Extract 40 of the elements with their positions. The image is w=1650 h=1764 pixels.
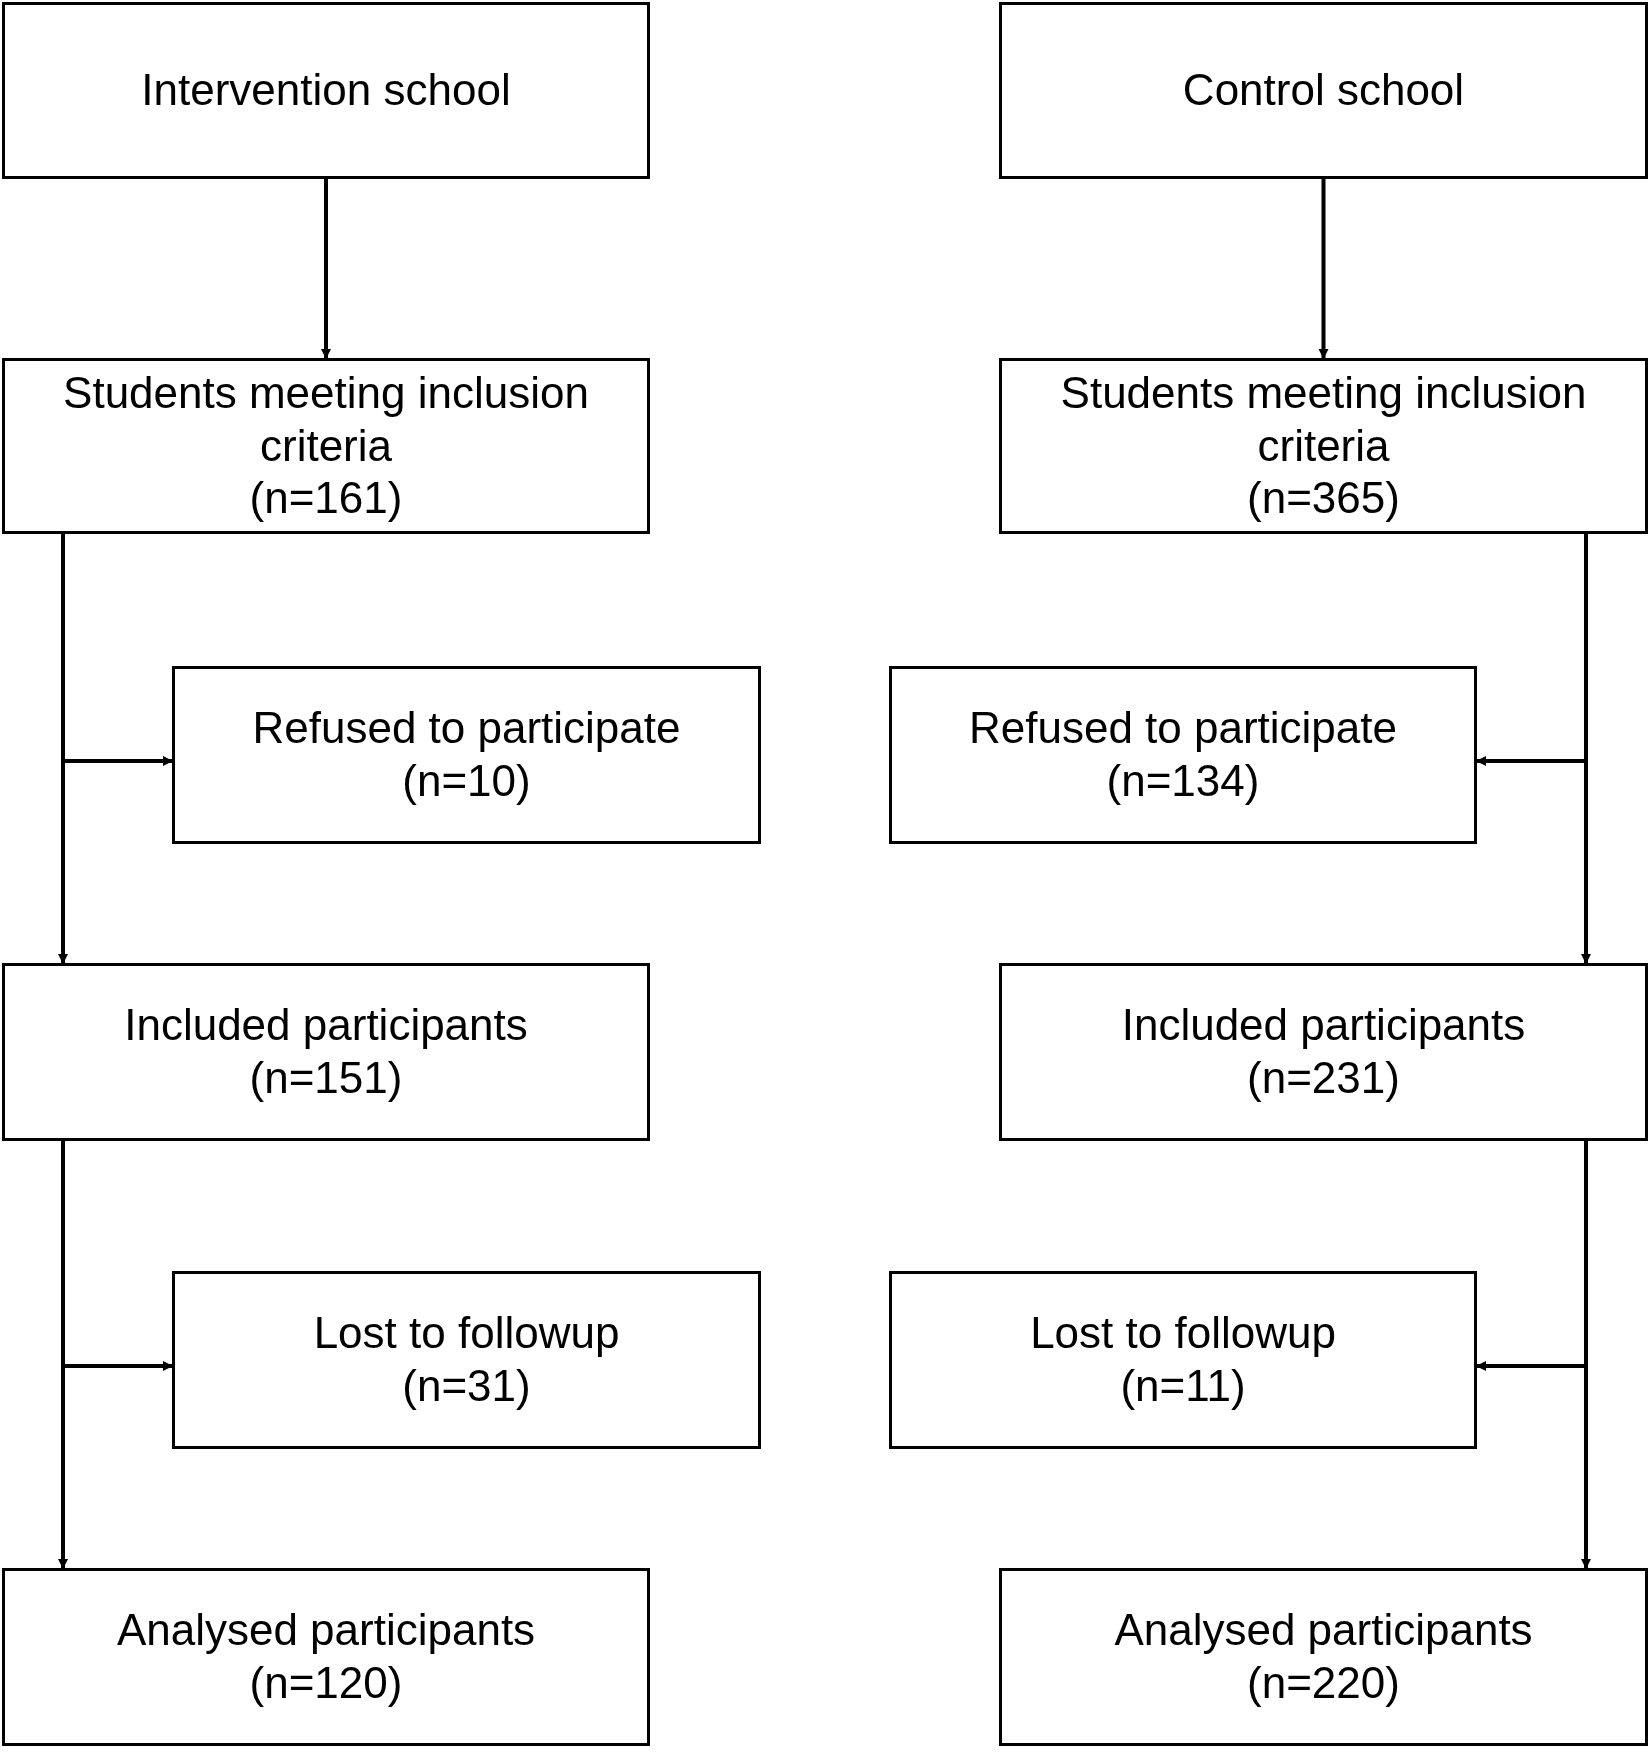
box-text: Intervention school <box>141 64 511 117</box>
process-box <box>999 963 1648 1141</box>
process-box <box>172 1271 761 1449</box>
box-text: Refused to participate <box>968 702 1397 755</box>
arrow <box>1476 1141 1588 1371</box>
process-box <box>999 1568 1648 1746</box>
box-text: Refused to participate <box>252 702 681 755</box>
process-box <box>172 666 761 844</box>
box-text: (n=365) <box>1247 472 1400 525</box>
box-text: Lost to followup <box>313 1307 620 1360</box>
process-box <box>2 963 650 1141</box>
box-text: (n=11) <box>1120 1360 1246 1412</box>
process-box <box>2 358 650 534</box>
box-text: Students meeting inclusion criteria <box>1059 366 1588 472</box>
arrow <box>1476 534 1588 766</box>
box-text: Control school <box>1182 64 1465 117</box>
arrow <box>61 534 173 766</box>
process-box <box>889 666 1477 844</box>
arrow <box>321 179 331 359</box>
box-text: (n=151) <box>249 1052 403 1104</box>
box-text: Lost to followup <box>1030 1307 1336 1360</box>
arrow <box>61 1141 173 1371</box>
box-text: (n=134) <box>1106 755 1260 807</box>
process-box <box>889 1271 1477 1449</box>
box-text: (n=231) <box>1247 1052 1400 1104</box>
process-box <box>999 358 1648 534</box>
box-text: (n=161) <box>249 472 403 525</box>
box-text: Included participants <box>1121 999 1526 1052</box>
process-box <box>999 2 1648 179</box>
box-text: (n=10) <box>402 755 531 807</box>
box-text: Students meeting inclusion criteria <box>62 366 590 472</box>
box-text: Analysed participants <box>116 1604 536 1657</box>
box-text: Analysed participants <box>1114 1604 1533 1657</box>
box-text: Included participants <box>124 999 528 1052</box>
box-text: (n=120) <box>249 1657 403 1709</box>
arrow <box>1318 179 1329 359</box>
box-text: (n=220) <box>1247 1657 1400 1709</box>
process-box <box>2 1568 650 1746</box>
box-text: (n=31) <box>402 1360 531 1412</box>
process-box <box>2 2 650 179</box>
